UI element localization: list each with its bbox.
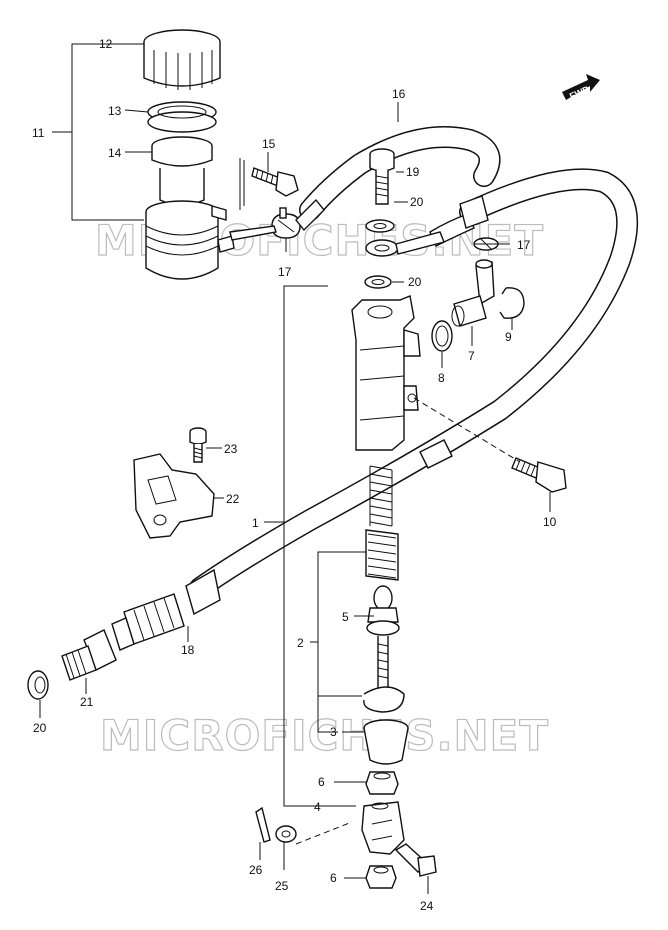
washer-part-25 [275,825,297,843]
fwd-label: FWD [568,84,591,102]
callout-5: 5 [342,610,349,624]
callout-26: 26 [249,863,263,877]
union-bolt-part-19 [369,148,395,205]
reservoir-cap-part-12 [143,29,221,90]
piston-cup [365,529,399,581]
callout-21: 21 [80,695,94,709]
pin-24-axis [295,821,353,845]
circlip-part-9 [499,287,525,319]
hose-part-1 [189,168,639,599]
callout-24: 24 [420,899,434,913]
banjo-fitting-part-21 [61,629,117,681]
circlip-part-2 [363,686,405,713]
hose-part-16 [229,126,501,241]
callout-6-upper: 6 [318,775,325,789]
callout-6-lower: 6 [330,871,337,885]
diaphragm-part-14 [151,136,213,167]
washer-part-20-left [27,670,49,700]
hose-clamp-part-17-left [271,207,301,239]
diaphragm-plate-part-13 [147,101,217,133]
bolt-10-axis [413,397,521,463]
nut-part-6-lower [365,865,397,889]
bolt-part-23 [189,427,207,463]
clevis-part-4 [361,801,405,855]
hose-joint-part-7 [451,259,495,327]
bracket-part-22 [133,453,215,539]
hose-clamp-part-17-right [473,237,499,251]
callout-11: 11 [32,126,45,140]
callout-18: 18 [181,643,195,657]
boot-part-3 [363,719,409,765]
hose-fitting-part-18 [111,568,221,651]
callout-8: 8 [438,371,445,385]
callout-10: 10 [543,515,557,529]
push-rod-part-5 [366,585,400,691]
washer-part-20-upper [365,219,395,233]
nut-part-6-upper [365,771,399,795]
callout-4: 4 [314,800,321,814]
callout-13: 13 [108,104,122,118]
spring [369,465,393,527]
callout-20-left: 20 [33,721,47,735]
callout-14: 14 [108,146,122,160]
callout-3: 3 [330,725,337,739]
callout-17-right: 17 [517,238,531,252]
bolt-part-10 [511,457,567,493]
callout-9: 9 [505,330,512,344]
callout-20-lower: 20 [408,275,422,289]
watermark-bottom: MICROFICHES.NET [100,711,549,760]
callout-23: 23 [224,442,238,456]
banjo-union [365,231,445,257]
washer-part-20-lower [364,275,392,289]
callout-16: 16 [392,87,406,101]
callout-17-left: 17 [278,265,292,279]
cotter-pin-part-26 [255,806,271,843]
bracket-1 [283,285,356,807]
bolt-part-15 [251,167,299,197]
forward-arrow-icon: FWD [562,74,600,101]
pin-part-24 [394,843,437,877]
reservoir-body [145,168,235,280]
callout-7: 7 [468,349,475,363]
callout-2: 2 [297,636,304,650]
callout-20-upper: 20 [410,195,424,209]
callout-1: 1 [252,516,259,530]
callout-22: 22 [226,492,240,506]
callout-25: 25 [275,879,289,893]
callout-19: 19 [406,165,420,179]
callout-12: 12 [99,37,113,51]
bracket-2 [317,551,366,697]
callout-15: 15 [262,137,276,151]
master-cylinder-body [351,295,421,451]
o-ring-part-8 [431,320,453,352]
bracket-11 [71,43,144,221]
